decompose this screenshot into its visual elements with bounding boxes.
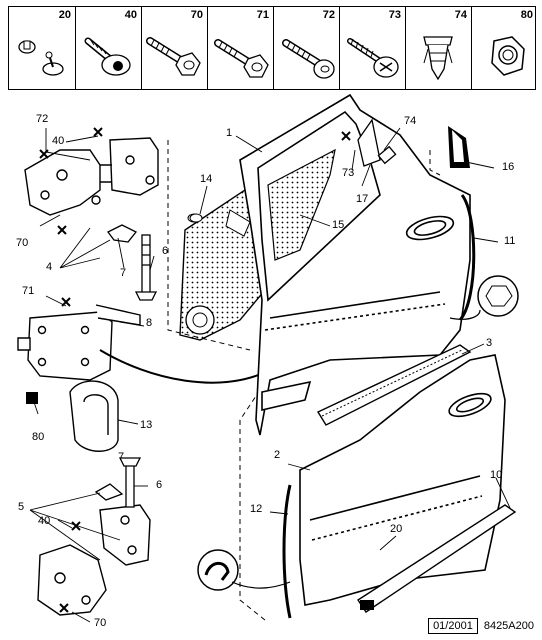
legend-cell-80: 80: [471, 7, 537, 89]
revision-date: 01/2001: [428, 618, 478, 634]
seal-detail-circle: [197, 549, 291, 591]
legend-number: 80: [520, 9, 533, 21]
upper-hinge-assembly: [24, 137, 159, 216]
legend-cell-73: 73: [339, 7, 405, 89]
self-tapping-screw-icon: [347, 38, 399, 78]
callout-3: 3: [486, 337, 493, 349]
hinge-pin-upper: [134, 234, 158, 301]
callout-17: 17: [356, 193, 369, 205]
legend-number: 71: [256, 9, 269, 21]
outer-door-skin: [299, 354, 506, 606]
legend-cell-72: 72: [273, 7, 339, 89]
legend-cell-20: 20: [9, 7, 75, 89]
hinge-pin-lower: [118, 457, 142, 508]
threaded-bolt-icon: [282, 39, 335, 79]
callout-2: 2: [274, 449, 281, 461]
callout-15: 15: [332, 219, 345, 231]
lower-door-seal: [282, 484, 292, 619]
callout-14: 14: [200, 173, 213, 185]
callout-71: 71: [22, 285, 35, 297]
lower-hinge-assembly: [37, 504, 151, 616]
callout-10: 10: [490, 469, 503, 481]
callout-13: 13: [140, 419, 153, 431]
plastic-clip-icon: [423, 36, 453, 81]
retaining-clip-lower: [94, 483, 124, 501]
hex-bolt-icon: [146, 37, 201, 76]
cross-marks: [39, 127, 351, 613]
callout-6-lower: 6: [156, 479, 163, 491]
callout-16: 16: [502, 161, 515, 173]
legend-cell-71: 71: [207, 7, 273, 89]
door-weatherstrip: [458, 194, 476, 322]
callout-6-upper: 6: [162, 245, 169, 257]
legend-cell-70: 70: [141, 7, 207, 89]
push-rivet-icon: [18, 40, 64, 76]
window-seal-panel: [267, 148, 336, 261]
construction-lines: [167, 140, 441, 621]
callout-74: 74: [404, 115, 417, 127]
legend-number: 40: [124, 9, 137, 21]
legend-cell-40: 40: [75, 7, 141, 89]
flange-screw-icon: [84, 37, 131, 76]
door-check-strap: [17, 304, 271, 384]
window-bracket: [357, 118, 397, 167]
callout-1: 1: [226, 127, 233, 139]
parts-legend-bar: 20 40 70 71: [8, 6, 536, 90]
buffer-pad: [26, 392, 38, 404]
upper-moulding-strip: [316, 344, 472, 426]
retaining-clip-upper: [107, 224, 138, 243]
hex-bolt-icon: [214, 39, 269, 78]
callout-7-lower: 7: [118, 451, 125, 463]
clip-detail-circle: [449, 275, 519, 320]
callout-40-lower: 40: [38, 515, 51, 527]
callout-7-upper: 7: [120, 267, 127, 279]
legend-number: 73: [388, 9, 401, 21]
diagram-footer: 01/2001 8425A200: [428, 618, 534, 634]
callout-40-upper: 40: [52, 135, 65, 147]
door-stop-cover: [69, 380, 119, 452]
callout-12: 12: [250, 503, 263, 515]
callout-8: 8: [146, 317, 153, 329]
callout-20: 20: [390, 523, 403, 535]
legend-number: 72: [322, 9, 335, 21]
callout-70-lower: 70: [94, 617, 107, 629]
moulding-end-cap: [360, 600, 374, 610]
callout-80: 80: [32, 431, 45, 443]
grommet-ring: [189, 213, 203, 223]
corner-trim-inner: [452, 130, 464, 162]
diagram-reference: 8425A200: [483, 620, 534, 632]
callout-4: 4: [46, 261, 53, 273]
callout-5: 5: [18, 501, 25, 513]
callout-11: 11: [504, 235, 516, 247]
legend-cell-74: 74: [405, 7, 471, 89]
legend-number: 70: [190, 9, 203, 21]
legend-number: 20: [58, 9, 71, 21]
callout-70-upper: 70: [16, 237, 29, 249]
legend-number: 74: [454, 9, 467, 21]
callout-72: 72: [36, 113, 49, 125]
callout-73: 73: [342, 167, 355, 179]
hex-nut-icon: [491, 36, 525, 76]
